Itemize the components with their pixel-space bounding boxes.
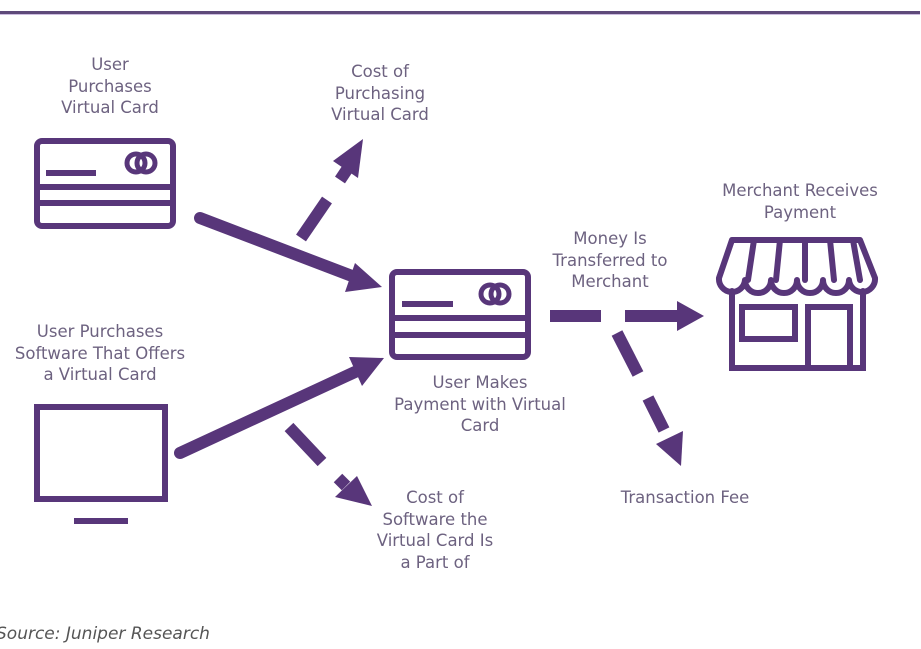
arrow-dashed-to-merchant bbox=[550, 301, 704, 331]
label-merchant-receives: Merchant Receives Payment bbox=[722, 181, 878, 222]
arrow-solid-card-to-payment bbox=[194, 212, 382, 292]
label-user-makes-payment: User Makes Payment with Virtual Card bbox=[394, 373, 566, 435]
storefront-icon bbox=[715, 237, 879, 371]
header-rule bbox=[0, 11, 920, 15]
label-transaction-fee: Transaction Fee bbox=[620, 488, 750, 507]
monitor-icon bbox=[34, 404, 168, 524]
label-user-purchases-software: User Purchases Software That Offers a Vi… bbox=[14, 322, 186, 384]
label-cost-purchasing-card: Cost of Purchasing Virtual Card bbox=[331, 62, 429, 124]
arrow-dashed-to-cost-software bbox=[284, 422, 372, 506]
arrow-dashed-to-cost-purchasing bbox=[296, 139, 363, 242]
label-money-transferred: Money Is Transferred to Merchant bbox=[552, 229, 668, 291]
label-user-purchases-card: User Purchases Virtual Card bbox=[61, 55, 159, 117]
arrow-dashed-to-transaction-fee bbox=[611, 330, 683, 466]
label-cost-software: Cost of Software the Virtual Card Is a P… bbox=[376, 488, 494, 572]
credit-card-icon bbox=[389, 269, 531, 360]
credit-card-icon bbox=[34, 138, 176, 229]
arrow-solid-software-to-payment bbox=[174, 357, 384, 459]
source-caption: Source: Juniper Research bbox=[0, 624, 210, 644]
